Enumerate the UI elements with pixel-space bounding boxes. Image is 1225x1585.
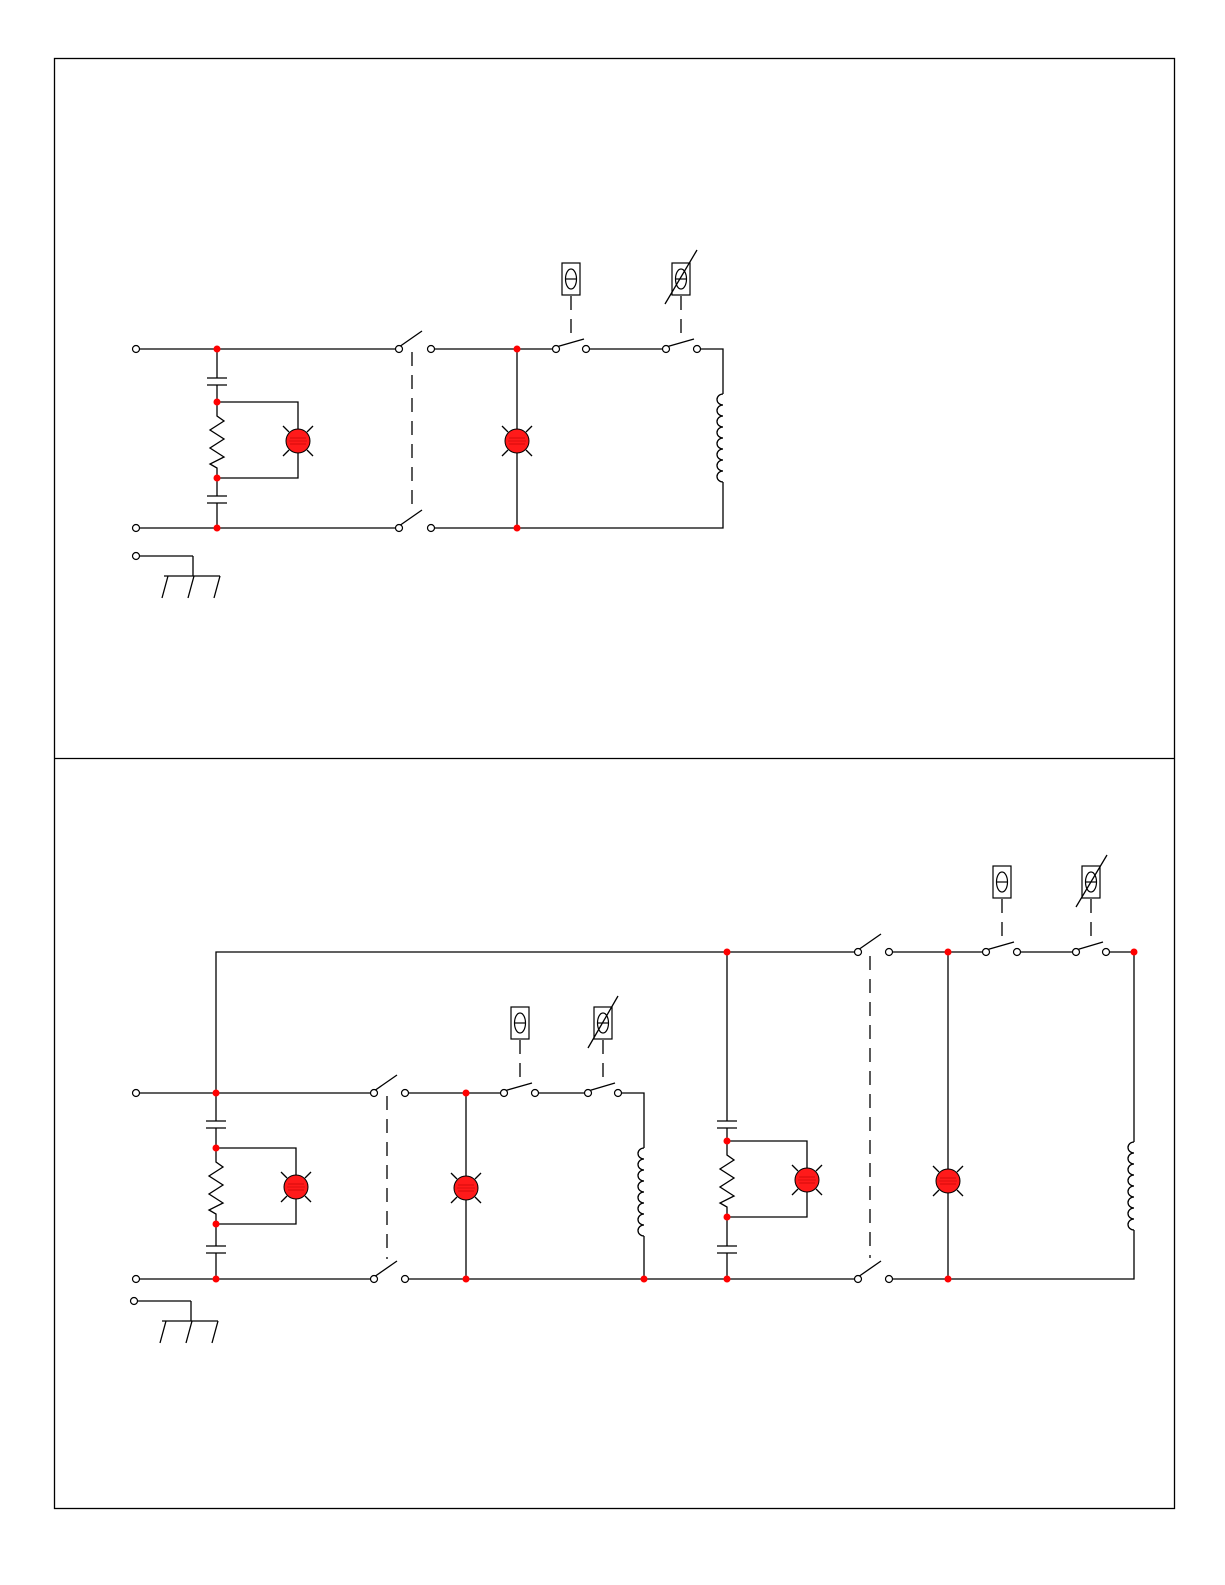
capacitor	[717, 1246, 737, 1253]
double-pole-switch	[396, 331, 435, 532]
indicator-lamp	[451, 1173, 481, 1203]
adjustable-thermostat	[1073, 855, 1110, 956]
heater-coil	[638, 1148, 644, 1236]
junction-nodes	[213, 949, 1138, 1283]
thermostat	[501, 1007, 539, 1097]
indicator-lamp	[502, 426, 532, 456]
double-pole-switch	[855, 934, 893, 1283]
capacitor	[206, 1121, 226, 1128]
adjustable-thermostat	[585, 996, 622, 1097]
indicator-lamp	[933, 1166, 963, 1196]
capacitor	[717, 1121, 737, 1128]
adjustable-thermostat	[663, 250, 701, 353]
frame	[55, 59, 1175, 1509]
wires	[136, 349, 723, 528]
capacitor	[207, 496, 227, 503]
capacitor	[206, 1246, 226, 1253]
heater-coil	[1128, 1142, 1134, 1230]
indicator-lamp	[283, 426, 313, 456]
panel-single-heater	[133, 250, 724, 598]
heater-coil	[717, 394, 723, 482]
panel-dual-heater	[131, 855, 1138, 1343]
terminals	[133, 346, 140, 560]
capacitor	[207, 378, 227, 385]
ground	[134, 1301, 218, 1343]
indicator-lamp	[281, 1172, 311, 1202]
thermostat	[553, 263, 590, 353]
junction-nodes	[214, 346, 521, 532]
wires	[136, 952, 1134, 1279]
indicator-lamp	[792, 1165, 822, 1195]
terminals	[131, 1090, 140, 1305]
thermostat	[983, 866, 1021, 956]
ground	[136, 556, 220, 598]
double-pole-switch	[371, 1075, 409, 1283]
